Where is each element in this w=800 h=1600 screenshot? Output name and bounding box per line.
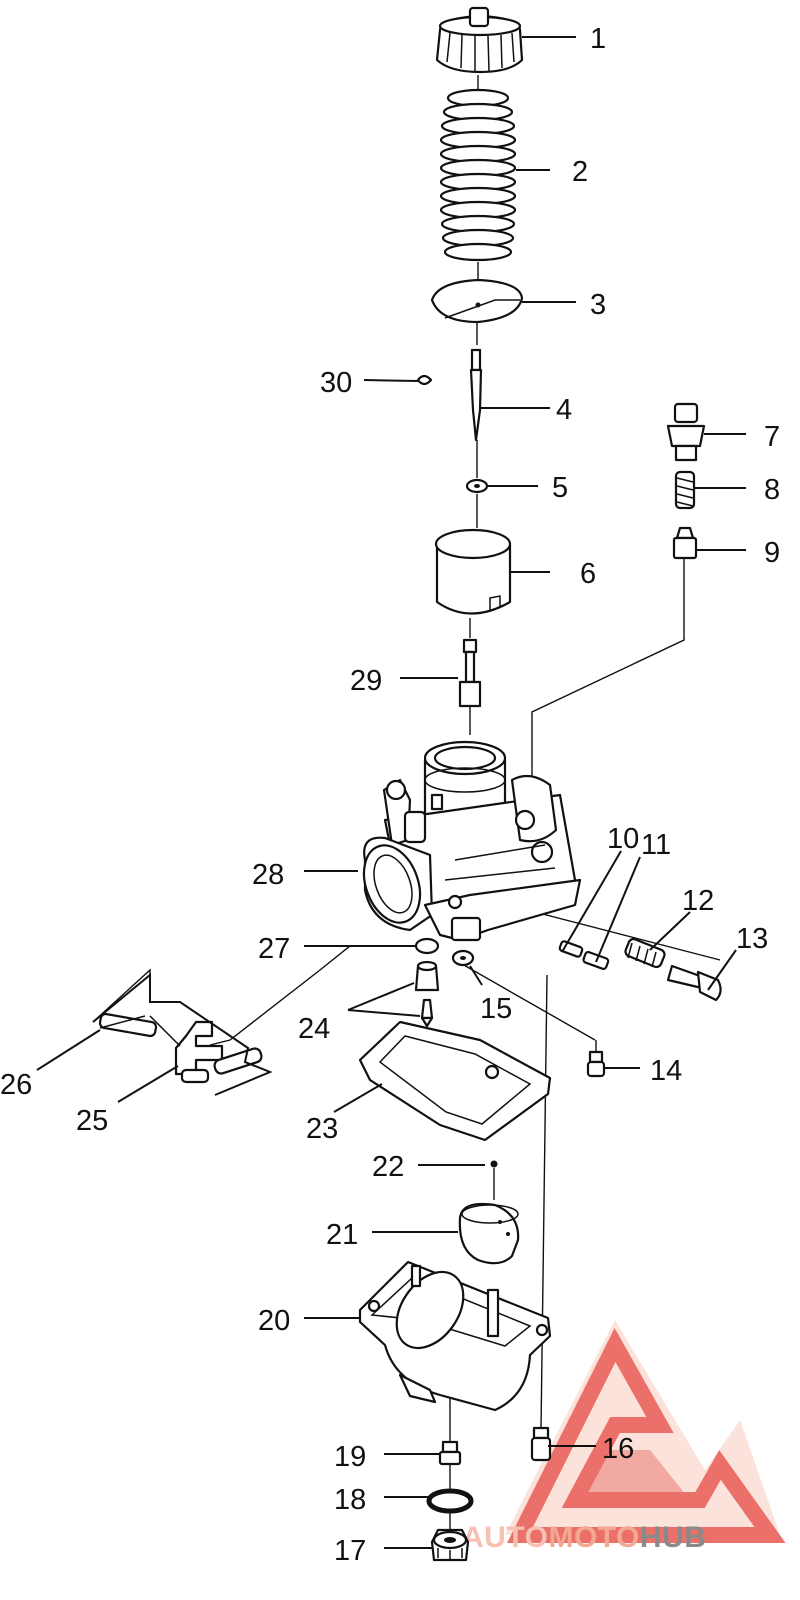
callout-12: 12 <box>682 885 714 917</box>
callout-29: 29 <box>350 665 382 697</box>
part-26-vent-hose <box>98 1012 158 1038</box>
part-4-jet-needle <box>469 348 483 442</box>
callout-11: 11 <box>641 829 671 861</box>
callout-2: 2 <box>572 156 588 188</box>
part-15-pilot-jet <box>451 949 475 967</box>
callout-15: 15 <box>480 993 512 1025</box>
callout-labels: 1 2 3 4 5 6 7 8 9 10 11 12 13 14 15 16 1… <box>0 23 780 1567</box>
part-3-retainer-plate <box>430 278 524 324</box>
part-7-fitting <box>666 402 706 462</box>
callout-19: 19 <box>334 1441 366 1473</box>
hose-outline-frame <box>92 972 273 1096</box>
callout-27: 27 <box>258 933 290 965</box>
part-19-drain-plug <box>438 1440 462 1466</box>
watermark-text-auto: AUTO <box>462 1521 548 1554</box>
part-25-hose-assembly <box>99 1015 263 1084</box>
part-28-carburetor-body <box>362 740 582 942</box>
watermark-text-hub: HUB <box>640 1521 707 1554</box>
part-2-spring <box>439 88 517 262</box>
part-27-jet-holder <box>414 937 440 955</box>
part-29-screw <box>458 638 482 708</box>
callout-20: 20 <box>258 1305 290 1337</box>
part-23-gasket <box>358 1020 552 1142</box>
callout-10: 10 <box>607 823 639 855</box>
part-22-pin <box>490 1160 498 1168</box>
callout-24: 24 <box>298 1013 330 1045</box>
part-14-fitting <box>586 1050 606 1078</box>
part-5-washer <box>465 478 489 494</box>
part-1-cap <box>435 6 524 74</box>
callout-22: 22 <box>372 1151 404 1183</box>
callout-28: 28 <box>252 859 284 891</box>
part-10-screw <box>558 940 584 958</box>
part-21-float <box>458 1202 520 1265</box>
part-9-plunger <box>672 526 698 560</box>
callout-18: 18 <box>334 1484 366 1516</box>
part-18-o-ring <box>426 1488 474 1514</box>
leader-lines <box>36 36 746 1549</box>
callout-21: 21 <box>326 1219 358 1251</box>
callout-25: 25 <box>76 1105 108 1137</box>
part-20-float-bowl <box>358 1260 552 1412</box>
part-24-jets <box>414 960 440 1028</box>
callout-30: 30 <box>320 367 352 399</box>
callout-23: 23 <box>306 1113 338 1145</box>
callout-14: 14 <box>650 1055 682 1087</box>
part-12-spring <box>624 937 666 969</box>
part-17-bottom-plug <box>430 1528 470 1562</box>
callout-1: 1 <box>590 23 606 55</box>
callout-16: 16 <box>602 1433 634 1465</box>
callout-7: 7 <box>764 421 780 453</box>
callout-17: 17 <box>334 1535 366 1567</box>
callout-9: 9 <box>764 537 780 569</box>
callout-26: 26 <box>0 1069 32 1101</box>
watermark-text: AUTOMOTOHUB <box>462 1521 706 1554</box>
part-30-clip <box>416 374 433 386</box>
callout-13: 13 <box>736 923 768 955</box>
callout-4: 4 <box>556 394 572 426</box>
part-8-spring <box>674 470 696 510</box>
watermark-logo <box>505 1320 786 1543</box>
part-6-throttle-valve <box>434 528 512 615</box>
part-13-idle-screw <box>666 964 722 1002</box>
callout-3: 3 <box>590 289 606 321</box>
part-16-screw <box>530 1426 552 1462</box>
watermark-text-moto: MOTO <box>548 1521 639 1554</box>
callout-6: 6 <box>580 558 596 590</box>
callout-5: 5 <box>552 472 568 504</box>
callout-8: 8 <box>764 474 780 506</box>
